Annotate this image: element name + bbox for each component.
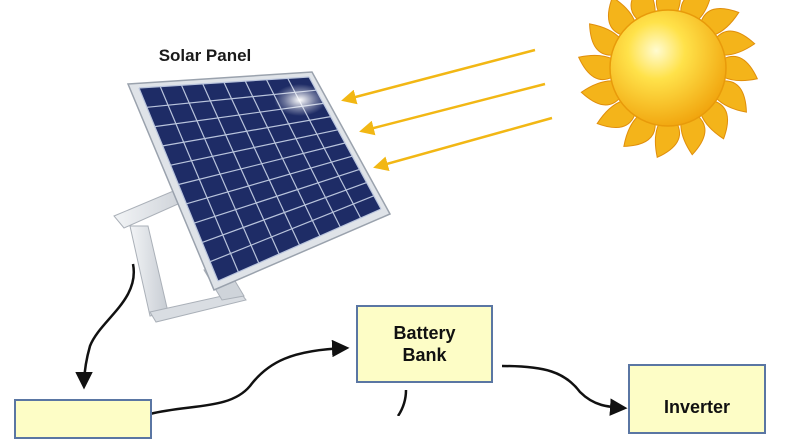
panel-grid-line [138, 76, 310, 89]
inverter-box: Inverter [628, 364, 766, 434]
panel-grid-line [170, 129, 338, 166]
panel-grid-line [194, 168, 360, 224]
panel-grid-line [201, 182, 367, 243]
solar-panel-label: Solar Panel [158, 46, 252, 65]
battery-bank-label: Battery Bank [393, 323, 456, 365]
sun-ray [680, 115, 706, 156]
sun-ray [623, 115, 656, 147]
sun-ray [722, 55, 759, 82]
solar-system-diagram [75, 0, 759, 416]
charge-controller-box [14, 399, 152, 439]
flow-connectors [75, 263, 628, 416]
sun-ray [654, 122, 681, 159]
panel-grid-line [217, 208, 382, 282]
sun-icon [577, 0, 759, 159]
panel-grid-line [186, 155, 353, 205]
sun-ray [715, 30, 756, 56]
sun-ray [580, 80, 621, 106]
solar-panel-icon [113, 71, 392, 323]
sunlight-arrows [341, 48, 553, 172]
panel-grid-line [209, 195, 375, 263]
inverter-label: Inverter [663, 397, 731, 417]
panel-grid-line [178, 142, 346, 186]
sun-ray [715, 80, 747, 113]
sun-ray [589, 23, 621, 56]
battery-bank-box: Battery Bank [356, 305, 493, 383]
sun-ray [577, 54, 614, 81]
panel-grid-line [162, 116, 331, 147]
